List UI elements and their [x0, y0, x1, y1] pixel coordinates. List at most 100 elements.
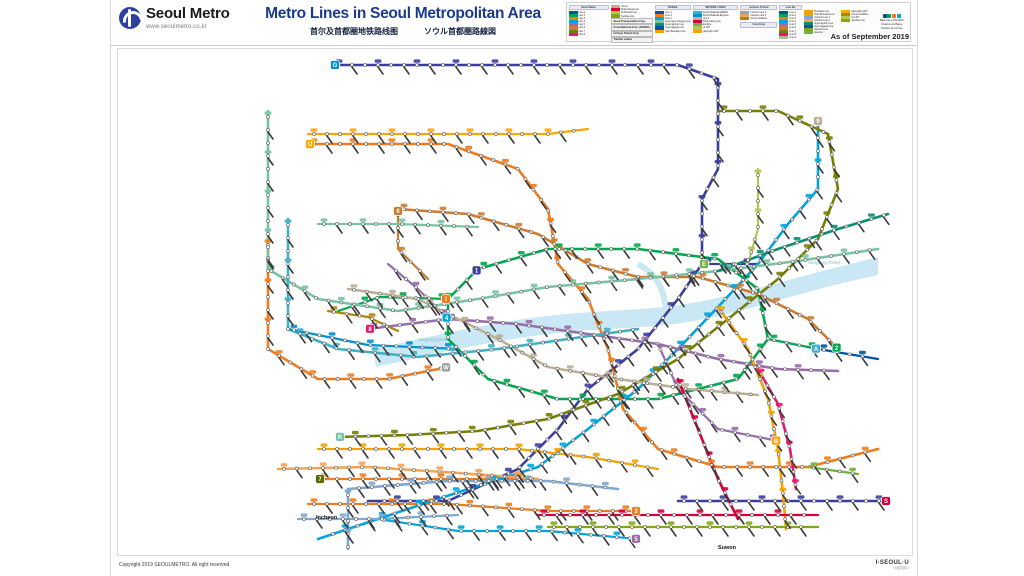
station-node[interactable] — [816, 136, 820, 140]
station-node[interactable] — [454, 211, 458, 215]
station-node[interactable] — [777, 275, 782, 280]
station-node[interactable] — [784, 340, 789, 345]
station-node[interactable] — [735, 391, 740, 396]
station-node[interactable] — [824, 215, 829, 219]
station-node[interactable] — [426, 223, 430, 227]
station-node[interactable] — [700, 224, 704, 229]
station-node[interactable] — [618, 329, 622, 334]
station-node[interactable] — [758, 347, 763, 351]
station-node[interactable] — [447, 479, 452, 483]
station-node[interactable] — [565, 329, 570, 333]
station-node[interactable] — [426, 369, 430, 373]
station-node[interactable] — [697, 431, 702, 435]
station-node[interactable] — [578, 331, 583, 335]
station-node[interactable] — [385, 324, 389, 329]
station-node[interactable] — [571, 128, 576, 133]
station-node[interactable] — [816, 175, 820, 179]
station-node[interactable] — [719, 310, 724, 314]
station-node[interactable] — [398, 353, 403, 358]
station-node[interactable] — [568, 453, 573, 457]
station-node[interactable] — [426, 477, 430, 481]
station-node[interactable] — [630, 525, 634, 529]
station-node[interactable] — [571, 438, 576, 443]
station-node[interactable] — [346, 506, 350, 510]
station-node[interactable] — [266, 115, 270, 119]
station-node[interactable] — [814, 238, 819, 243]
station-node[interactable] — [286, 223, 290, 227]
station-node[interactable] — [701, 276, 705, 281]
station-node[interactable] — [568, 513, 572, 517]
station-node[interactable] — [863, 450, 868, 455]
station-node[interactable] — [787, 266, 791, 270]
station-node[interactable] — [377, 291, 382, 296]
station-node[interactable] — [739, 266, 743, 270]
station-node[interactable] — [266, 334, 270, 338]
station-node[interactable] — [720, 427, 724, 432]
station-node[interactable] — [322, 447, 326, 451]
station-node[interactable] — [646, 397, 650, 401]
station-node[interactable] — [734, 270, 738, 275]
station-node[interactable] — [412, 468, 416, 472]
station-node[interactable] — [815, 187, 820, 192]
station-node[interactable] — [661, 250, 665, 254]
station-node[interactable] — [669, 371, 673, 376]
station-node[interactable] — [382, 322, 386, 327]
station-node[interactable] — [693, 351, 698, 356]
station-node[interactable] — [753, 365, 758, 369]
station-node[interactable] — [796, 257, 800, 261]
station-node[interactable] — [379, 433, 384, 438]
station-node[interactable] — [395, 483, 400, 487]
station-node[interactable] — [630, 338, 634, 343]
station-node[interactable] — [426, 447, 430, 451]
station-node[interactable] — [594, 513, 598, 517]
station-node[interactable] — [386, 466, 390, 471]
station-node[interactable] — [603, 485, 608, 490]
station-node[interactable] — [365, 304, 369, 309]
station-node[interactable] — [501, 321, 506, 325]
station-node[interactable] — [491, 219, 496, 224]
station-node[interactable] — [361, 477, 365, 481]
terminus-badge-b[interactable]: B — [771, 435, 781, 446]
station-node[interactable] — [724, 513, 728, 517]
station-node[interactable] — [439, 223, 443, 228]
station-node[interactable] — [622, 278, 627, 283]
station-node[interactable] — [584, 63, 588, 67]
station-node[interactable] — [479, 215, 484, 220]
station-node[interactable] — [397, 323, 402, 327]
station-node[interactable] — [774, 109, 778, 113]
station-node[interactable] — [387, 376, 392, 381]
station-node[interactable] — [525, 479, 530, 483]
station-node[interactable] — [419, 515, 423, 519]
station-node[interactable] — [286, 327, 290, 331]
station-node[interactable] — [418, 269, 422, 273]
station-node[interactable] — [552, 241, 557, 246]
station-node[interactable] — [506, 291, 511, 296]
station-node[interactable] — [353, 434, 358, 439]
station-node[interactable] — [441, 63, 445, 67]
station-node[interactable] — [641, 430, 646, 435]
station-node[interactable] — [844, 224, 849, 229]
station-node[interactable] — [373, 465, 377, 470]
station-node[interactable] — [355, 341, 360, 345]
station-node[interactable] — [531, 187, 536, 192]
station-node[interactable] — [616, 362, 621, 367]
station-node[interactable] — [463, 350, 468, 355]
station-node[interactable] — [773, 499, 777, 503]
station-node[interactable] — [620, 460, 624, 465]
station-node[interactable] — [431, 431, 436, 436]
station-node[interactable] — [515, 167, 520, 171]
station-node[interactable] — [545, 285, 549, 290]
station-node[interactable] — [399, 467, 403, 472]
station-node[interactable] — [596, 247, 601, 251]
station-node[interactable] — [509, 344, 513, 349]
station-node[interactable] — [266, 167, 270, 171]
station-node[interactable] — [544, 247, 549, 252]
station-node[interactable] — [672, 451, 676, 456]
station-node[interactable] — [706, 354, 711, 359]
station-node[interactable] — [812, 499, 816, 503]
station-node[interactable] — [612, 406, 616, 410]
station-node[interactable] — [658, 383, 662, 387]
station-node[interactable] — [347, 348, 351, 352]
station-node[interactable] — [537, 529, 541, 533]
station-node[interactable] — [497, 338, 502, 342]
